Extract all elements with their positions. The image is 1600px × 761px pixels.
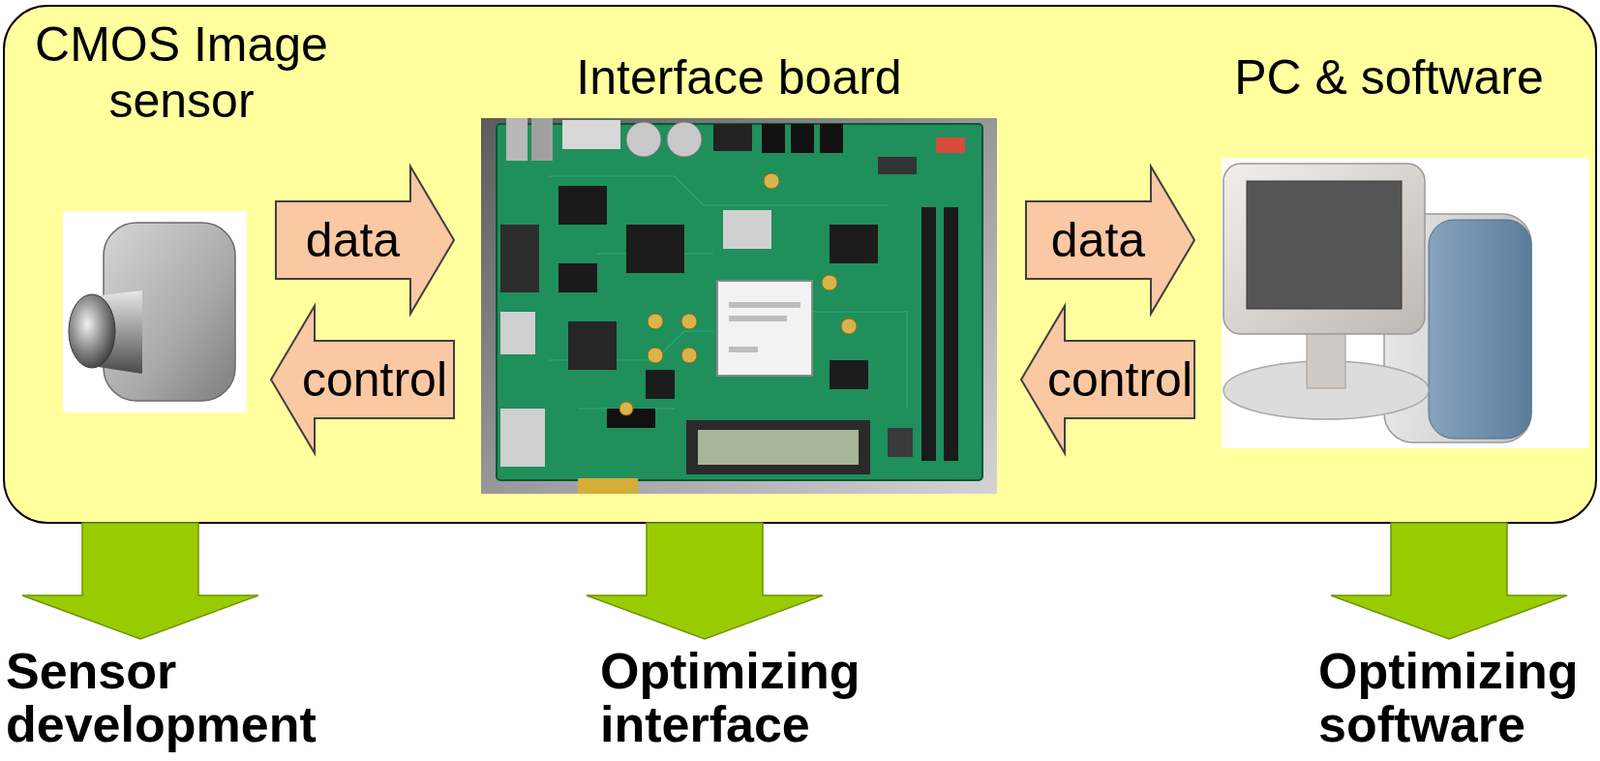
outcome-text: Sensor development (5, 644, 326, 751)
board-drawing (481, 118, 997, 494)
outcome-label: Optimizing interface (600, 644, 891, 752)
outcome-arrow (22, 522, 259, 639)
pc-drawing (1221, 157, 1590, 449)
outcome-arrow (1330, 522, 1568, 639)
outcome-text: Optimizing software (1318, 644, 1595, 751)
edge-label: control (301, 355, 448, 404)
outcome-text: Optimizing interface (600, 644, 891, 751)
outcome-arrow (586, 522, 823, 639)
outcome-label: Sensor development (5, 644, 326, 752)
icon-ground (62, 211, 247, 413)
outcome-label: Optimizing software (1318, 644, 1595, 752)
signal-arrow (1021, 305, 1195, 453)
component-heading: CMOS Image sensor (14, 17, 349, 129)
component-heading: Interface board (432, 50, 1046, 107)
camera-icon (62, 211, 247, 413)
edge-label: control (1047, 355, 1193, 404)
edge-label: data (1051, 215, 1146, 265)
camera-node: CMOS Image sensor (62, 211, 247, 413)
pc-node: PC & software (1221, 157, 1590, 449)
signal-arrow (1026, 166, 1195, 314)
signal-arrow (271, 305, 454, 453)
heading-holder: PC & software (1205, 50, 1573, 107)
interface-board-photo (481, 118, 997, 494)
signal-arrow (275, 166, 454, 314)
system-panel-box (3, 5, 1597, 523)
interface-board-node: Interface board (481, 118, 997, 494)
pc-icon (1221, 157, 1590, 449)
edge-label: data (305, 215, 400, 265)
heading-holder: Interface board (432, 50, 1046, 107)
component-heading: PC & software (1205, 50, 1573, 107)
camera-lens (68, 294, 116, 368)
heading-holder: CMOS Image sensor (14, 17, 349, 129)
